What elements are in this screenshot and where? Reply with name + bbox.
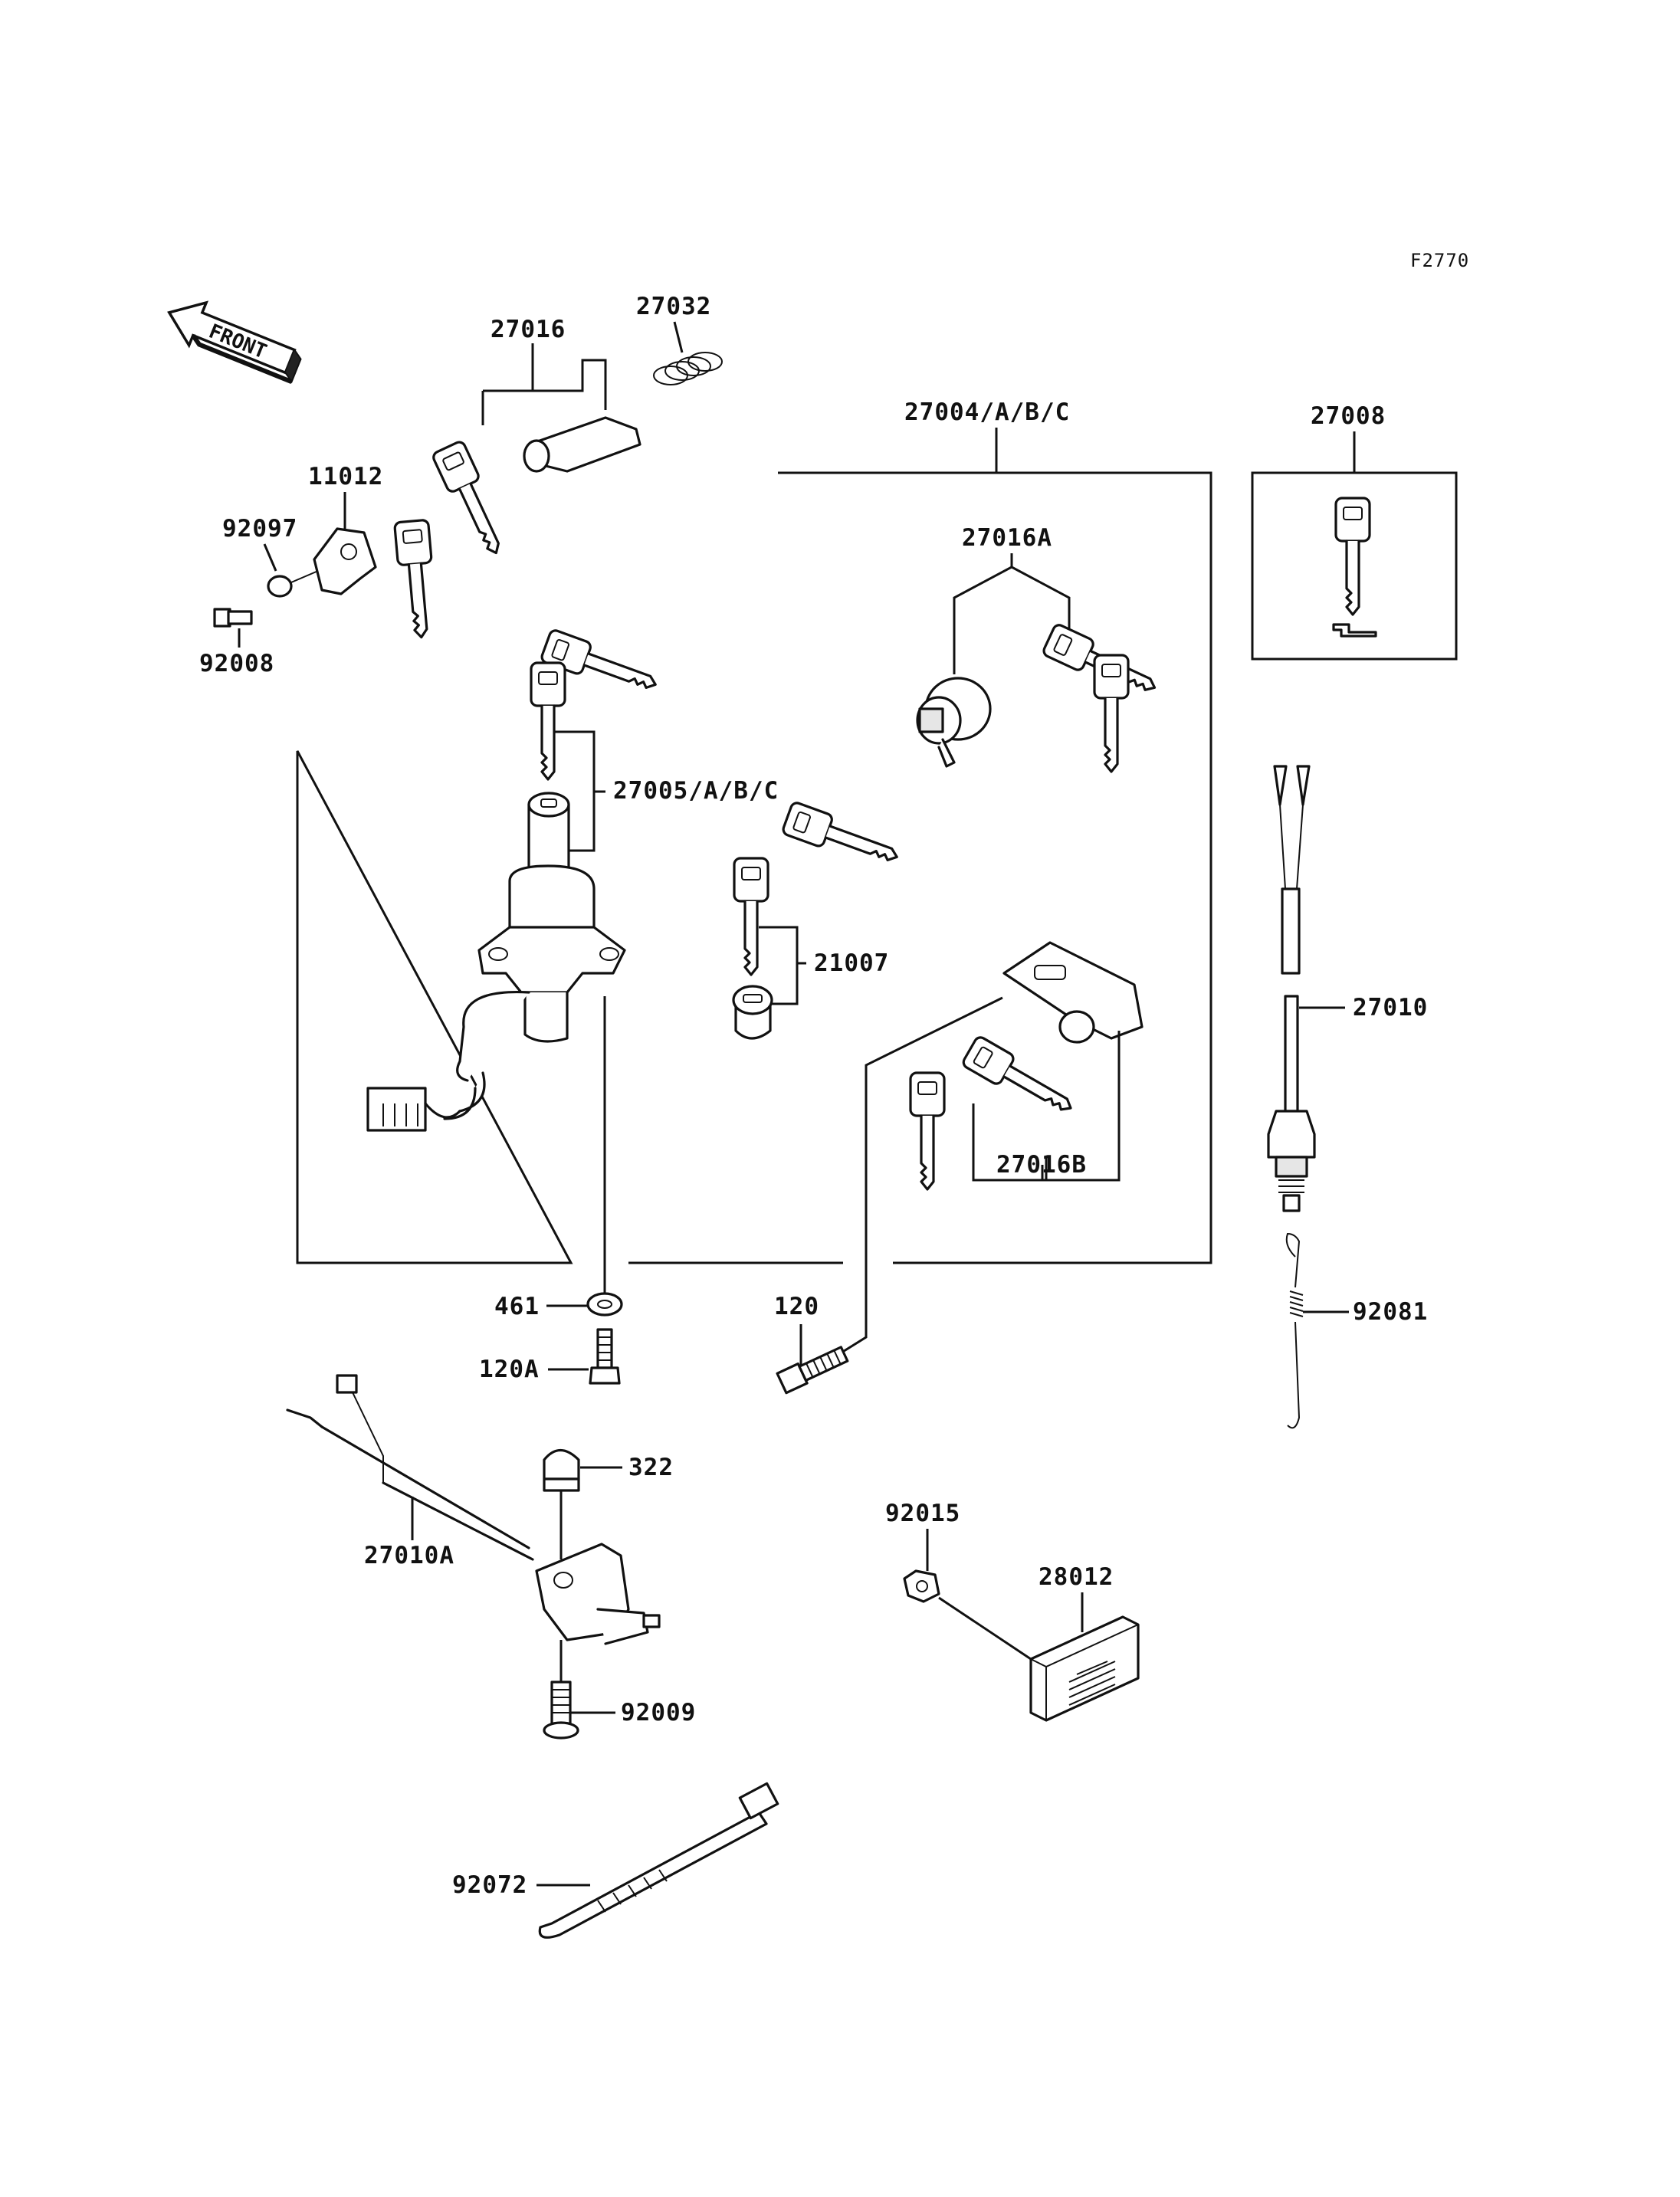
warning-label-28012 (1029, 1615, 1140, 1722)
label-11012: 11012 (308, 463, 383, 490)
label-120A: 120A (479, 1356, 540, 1383)
screw-92008 (213, 608, 253, 628)
leader-27005 (544, 730, 605, 852)
switch-27010A (286, 1374, 661, 1645)
key-27005 (530, 628, 663, 781)
label-92097: 92097 (222, 515, 297, 543)
label-322: 322 (628, 1454, 674, 1481)
label-27004: 27004/A/B/C (904, 398, 1070, 426)
switch-27010 (1267, 765, 1316, 1212)
ignition-switch-27005 (366, 792, 626, 1132)
leader-27016 (481, 343, 607, 425)
leader-21007 (759, 926, 806, 1005)
label-27016A: 27016A (962, 524, 1052, 552)
label-27010: 27010 (1353, 994, 1428, 1021)
figure-reference: F2770 (1410, 250, 1469, 271)
key-blank-27008 (1332, 497, 1377, 638)
label-92009: 92009 (621, 1699, 696, 1726)
label-92081: 92081 (1353, 1298, 1428, 1326)
label-461: 461 (494, 1293, 540, 1320)
label-120: 120 (774, 1293, 819, 1320)
label-27032: 27032 (636, 293, 711, 320)
label-27016B: 27016B (996, 1151, 1087, 1179)
spring-92081 (1285, 1232, 1304, 1429)
label-92072: 92072 (452, 1871, 527, 1899)
key-cylinder-27016 (392, 416, 641, 641)
leader-27016B (972, 1031, 1121, 1182)
label-27010A: 27010A (364, 1542, 454, 1569)
cable-tie-92072 (538, 1782, 779, 1939)
set-box-27004 (296, 471, 1212, 1264)
cover-plate-11012 (313, 527, 377, 595)
label-92015: 92015 (885, 1500, 960, 1527)
label-28012: 28012 (1039, 1563, 1114, 1591)
lock-27016B (1002, 941, 1144, 1044)
washer-92097 (267, 575, 293, 598)
label-27005: 27005/A/B/C (613, 777, 779, 805)
lock-cylinder-21007 (732, 985, 773, 1040)
spring-27032 (653, 352, 723, 385)
cap-nut-322 (543, 1448, 580, 1492)
washer-461 (586, 1292, 623, 1317)
bolt-120A (589, 1328, 621, 1385)
nut-92015 (903, 1569, 940, 1603)
screw-120 (776, 1346, 849, 1395)
label-21007: 21007 (814, 949, 889, 977)
key-blank-box-27008 (1251, 471, 1458, 661)
label-27008: 27008 (1311, 402, 1386, 430)
label-27016: 27016 (491, 316, 566, 343)
lock-27016A (916, 677, 992, 768)
screw-92009 (543, 1681, 579, 1740)
leader-27016A (953, 553, 1071, 674)
front-arrow-icon: FRONT (167, 300, 302, 385)
label-92008: 92008 (199, 650, 274, 677)
